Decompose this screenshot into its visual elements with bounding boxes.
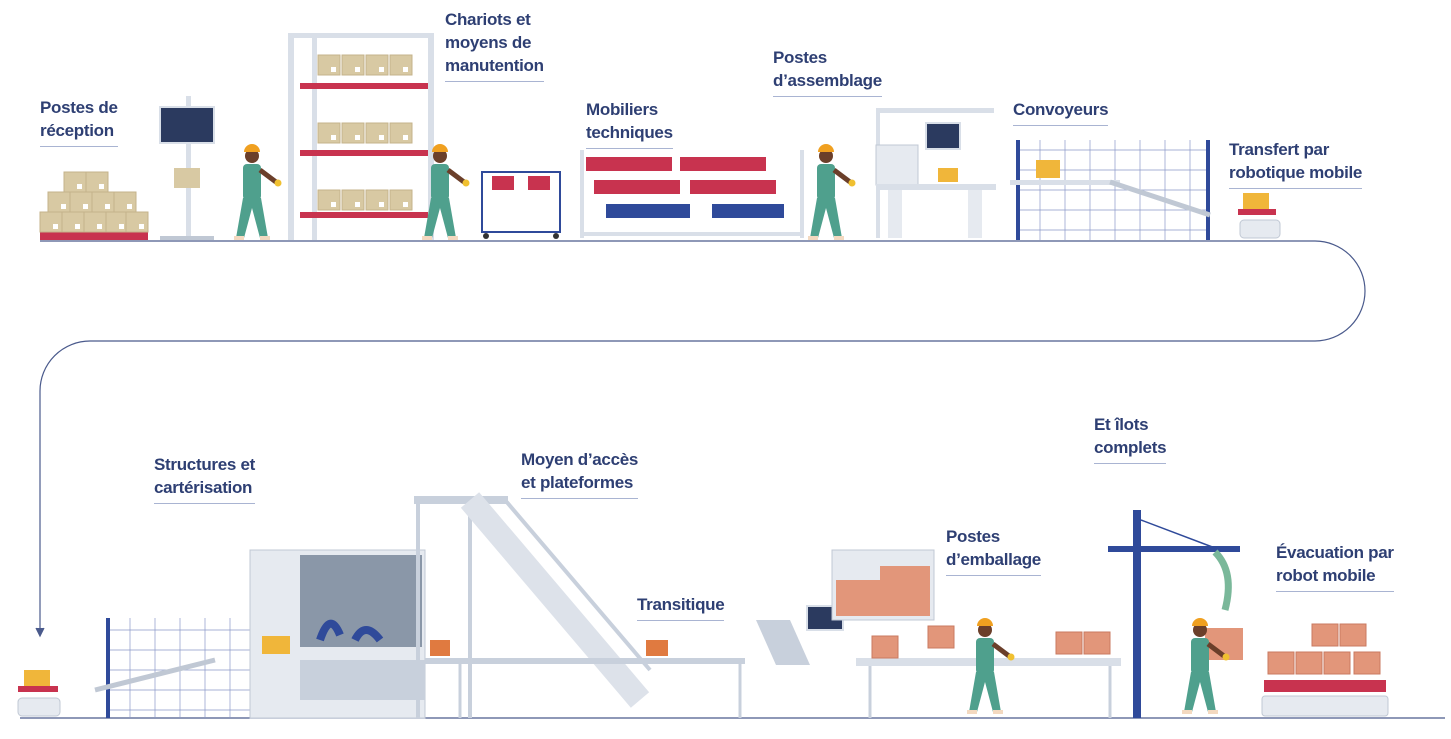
flow-racks — [580, 150, 804, 238]
access-platform — [414, 492, 652, 718]
roller-conveyor — [425, 640, 745, 718]
worker-icon — [808, 144, 856, 240]
lifting-gantry — [1108, 510, 1243, 718]
label-transitique: Transitique — [637, 593, 725, 621]
fenced-incline-conveyor — [94, 618, 264, 718]
enclosed-machine — [249, 549, 426, 719]
fenced-conveyor — [1010, 140, 1211, 240]
reception-terminal — [159, 96, 215, 240]
mobile-robot-evacuation — [1261, 623, 1389, 717]
reception-boxes — [39, 171, 149, 240]
mobile-robot — [17, 670, 61, 717]
worker-icon — [234, 144, 282, 240]
assembly-station — [875, 108, 996, 238]
trolley — [481, 171, 561, 239]
packing-station — [756, 549, 1121, 718]
storage-rack — [288, 33, 434, 240]
label-convoyeurs: Convoyeurs — [1013, 98, 1109, 126]
mobile-robot — [1238, 193, 1281, 239]
